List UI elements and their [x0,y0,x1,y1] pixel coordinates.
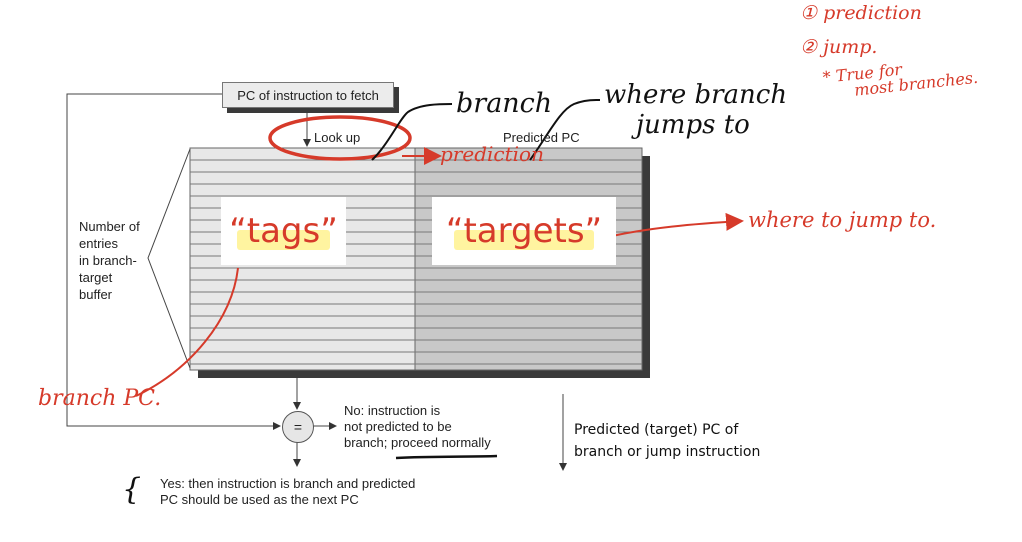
no-text-line: not predicted to be [344,419,452,434]
entries-label-line: buffer [79,287,113,302]
compare-circle: = [282,411,314,443]
lookup-label: Look up [314,130,361,145]
predicted-target-text: Predicted (target) PC of branch or jump … [574,419,760,463]
note-jump: ② jump. [800,36,878,58]
tags-pointer [135,267,239,397]
entries-label-line: target [79,270,113,285]
entries-bracket [147,148,191,369]
jumps-to-annotation: jumps to [636,110,750,140]
entries-label-line: entries [79,236,119,251]
branch-annotation: branch [456,88,553,119]
brace-mark: { [122,472,142,507]
where-to-jump-annotation: where to jump to. [748,208,937,232]
entries-label-line: in branch- [79,253,137,268]
pc-of-instruction-box: PC of instruction to fetch [222,82,394,108]
targets-label: “targets” [445,211,603,251]
predicted-pc-header: Predicted PC [503,130,580,145]
yes-text-line: Yes: then instruction is branch and pred… [160,476,416,491]
entries-label-line: Number of [79,219,140,234]
proceed-underline [395,454,498,460]
where-branch-annotation: where branch [604,80,788,110]
no-text-line: branch; proceed normally [344,435,491,450]
jumps-to-pointer [529,98,601,161]
compare-symbol: = [293,419,303,435]
predicted-target-line: branch or jump instruction [574,444,761,460]
feedback-line [66,93,281,430]
no-text: No: instruction is not predicted to be b… [344,403,491,451]
yes-text-line: PC should be used as the next PC [160,492,359,507]
branch-pc-annotation: branch PC. [38,386,162,411]
branch-pointer [371,103,453,161]
targets-arrow [611,212,744,237]
yes-text: Yes: then instruction is branch and pred… [160,476,415,508]
targets-card: “targets” [432,197,616,265]
lookup-circle [268,115,412,161]
tags-card: “tags” [221,197,346,265]
predicted-target-line: Predicted (target) PC of [574,422,739,438]
entries-label: Number of entries in branch- target buff… [79,218,140,303]
note-prediction: ① prediction [800,2,922,24]
pc-box-label: PC of instruction to fetch [237,87,379,103]
tags-label: “tags” [229,211,338,251]
prediction-annotation: prediction [440,142,544,166]
no-text-line: No: instruction is [344,403,441,418]
